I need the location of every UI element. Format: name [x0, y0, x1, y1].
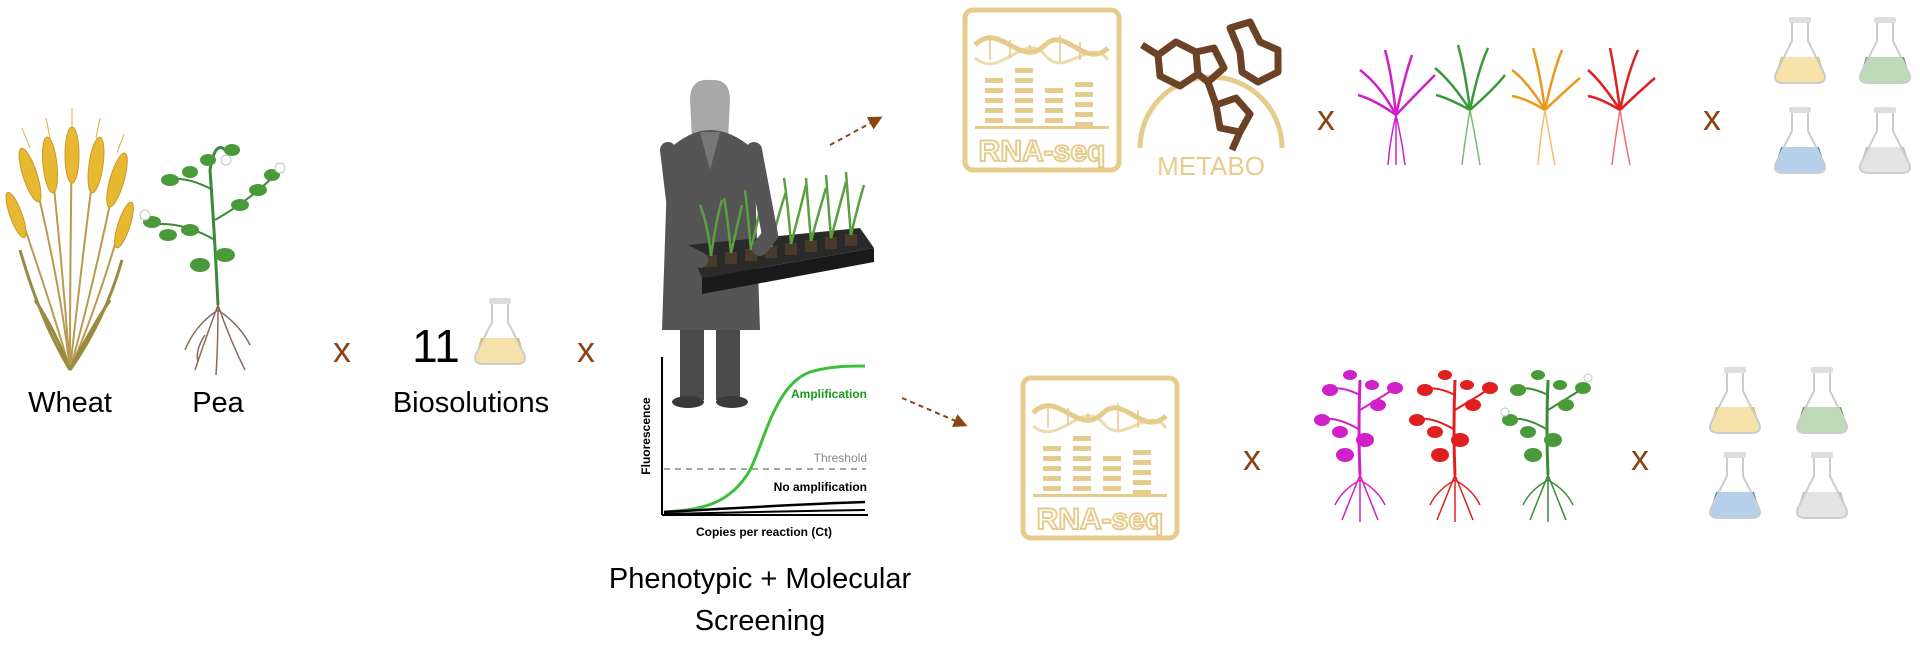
multiply-sign: x [1631, 437, 1649, 478]
flask-group-bottom [1709, 366, 1848, 519]
flask-icon [1796, 366, 1848, 434]
arrow-to-pea-omics [901, 397, 968, 428]
flask-icon [1774, 16, 1826, 84]
scientist-illustration [660, 79, 874, 408]
biosolution-count: 11 [412, 320, 460, 372]
wheat-label: Wheat [28, 387, 112, 419]
qpcr-amplification-label: Amplification [791, 387, 867, 401]
arrow-to-wheat-omics [829, 116, 883, 146]
pea-label: Pea [192, 387, 244, 419]
rnaseq-icon-bottom: RNA-seq [1020, 375, 1180, 541]
flask-group-top [1774, 16, 1911, 174]
wheat-variety-orange [1511, 47, 1581, 166]
multiply-sign: x [1317, 97, 1335, 138]
flask-icon [1709, 451, 1761, 519]
multiply-sign: x [1703, 97, 1721, 138]
wheat-illustration [5, 108, 134, 371]
metabo-label: METABO [1157, 151, 1265, 181]
wheat-variety-red [1587, 47, 1656, 166]
qpcr-threshold-label: Threshold [814, 451, 867, 465]
flask-icon [1859, 16, 1911, 84]
pea-varieties-illustration [1314, 370, 1593, 522]
multiply-sign: x [1243, 437, 1261, 478]
qpcr-plot: Amplification Threshold No amplification… [639, 357, 868, 539]
wheat-variety-magenta [1357, 49, 1436, 166]
pea-variety-red [1409, 370, 1498, 522]
biosolution-flask-icon [474, 297, 526, 365]
flask-icon [1774, 106, 1826, 174]
pea-variety-green [1500, 370, 1593, 522]
flask-icon [1859, 106, 1911, 174]
rnaseq-label-top: RNA-seq [979, 135, 1106, 168]
wheat-variety-green [1434, 44, 1506, 166]
qpcr-x-axis-label: Copies per reaction (Ct) [696, 525, 832, 539]
multiply-sign: x [577, 329, 595, 370]
screening-label-line1: Phenotypic + Molecular [609, 563, 912, 595]
qpcr-no-amplification-label: No amplification [774, 480, 867, 494]
qpcr-baseline-curve [663, 509, 866, 515]
metabo-icon: METABO [1137, 18, 1285, 181]
pea-variety-magenta [1314, 370, 1403, 522]
qpcr-amplification-curve [663, 364, 866, 514]
biosolutions-label: Biosolutions [393, 387, 549, 419]
flask-icon [1796, 451, 1848, 519]
qpcr-y-axis-label: Fluorescence [639, 397, 653, 475]
flask-icon [1709, 366, 1761, 434]
pea-illustration [139, 144, 286, 376]
screening-label-line2: Screening [695, 605, 826, 637]
multiply-sign: x [333, 329, 351, 370]
qpcr-no-amplification-curve [663, 500, 866, 514]
rnaseq-label-bottom: RNA-seq [1037, 503, 1164, 536]
wheat-varieties-illustration [1357, 44, 1656, 166]
rnaseq-icon-top: RNA-seq [962, 7, 1122, 173]
